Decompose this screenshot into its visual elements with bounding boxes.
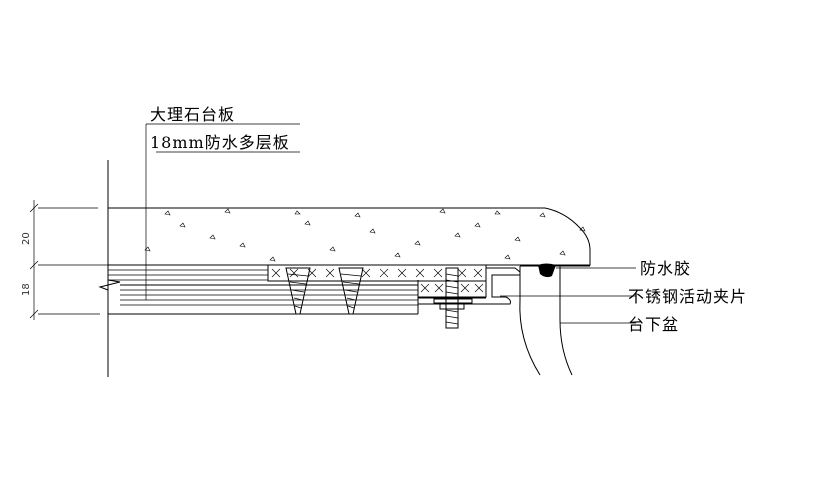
label-waterproof-plywood: 18mm防水多层板: [150, 133, 290, 152]
label-stainless-clip: 不锈钢活动夹片: [628, 287, 747, 306]
dimension-bottom-label: 18: [21, 283, 32, 296]
label-undermount-basin: 台下盆: [628, 315, 679, 334]
screw-left: [285, 267, 311, 315]
hatched-plywood-strip: [267, 264, 487, 298]
label-waterproof-glue: 防水胶: [640, 259, 691, 278]
bolt-assembly: [418, 267, 486, 329]
dimension-top-label: 20: [21, 232, 32, 245]
dimension-line: 20 18: [21, 200, 108, 320]
screw-right: [338, 267, 364, 315]
label-marble-countertop: 大理石台板: [150, 105, 235, 124]
leader-lines: [145, 123, 636, 324]
waterproof-glue-bead: [538, 263, 556, 278]
waterproof-plywood: [98, 269, 419, 315]
marble-countertop: [107, 207, 591, 266]
undermount-basin: [519, 265, 590, 376]
